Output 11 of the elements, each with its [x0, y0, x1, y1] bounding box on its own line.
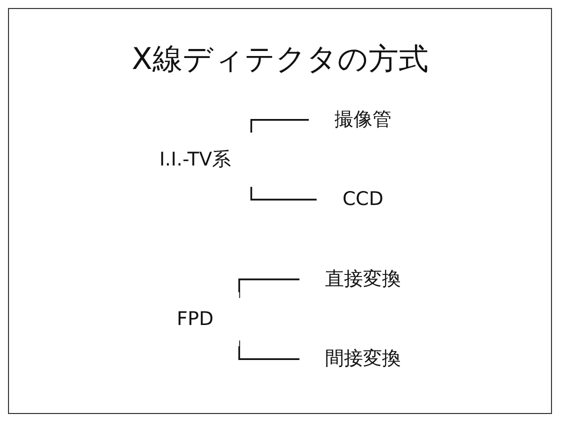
node-text: I.I.-TV系 — [159, 149, 231, 170]
node-text: 撮像管 — [334, 109, 392, 131]
connector — [250, 119, 309, 133]
node-text: 直接変換 — [325, 268, 401, 290]
node-text: FPD — [176, 308, 214, 330]
node-text: 間接変換 — [325, 348, 401, 370]
node-text: CCD — [342, 188, 384, 210]
connector — [238, 278, 300, 298]
connector — [238, 340, 300, 360]
connector — [250, 186, 317, 200]
title: X線ディテクタの方式 — [132, 41, 428, 79]
